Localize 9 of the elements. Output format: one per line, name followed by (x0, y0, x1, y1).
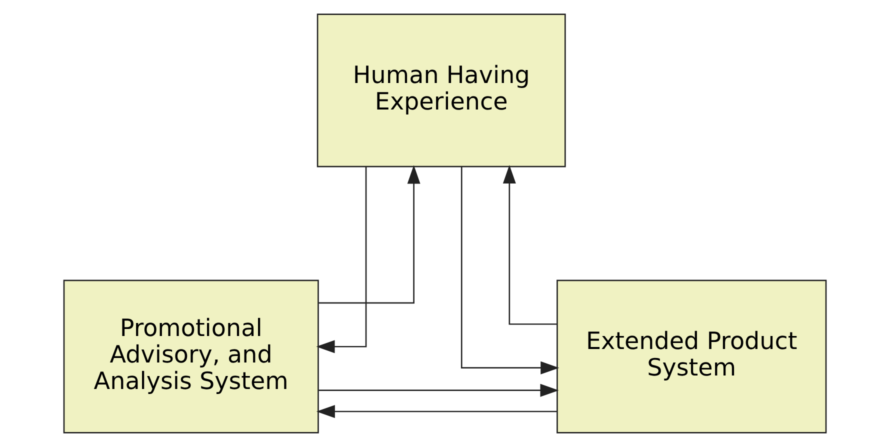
node-box: Extended Product System (556, 279, 826, 433)
arrow (318, 164, 420, 304)
node-box: Promotional Advisory, and Analysis System (62, 279, 318, 433)
arrow (502, 164, 556, 324)
arrow (316, 404, 556, 418)
node-box: Human Having Experience (316, 13, 566, 167)
arrow (460, 166, 559, 374)
arrow (318, 383, 558, 396)
arrow (316, 166, 366, 353)
